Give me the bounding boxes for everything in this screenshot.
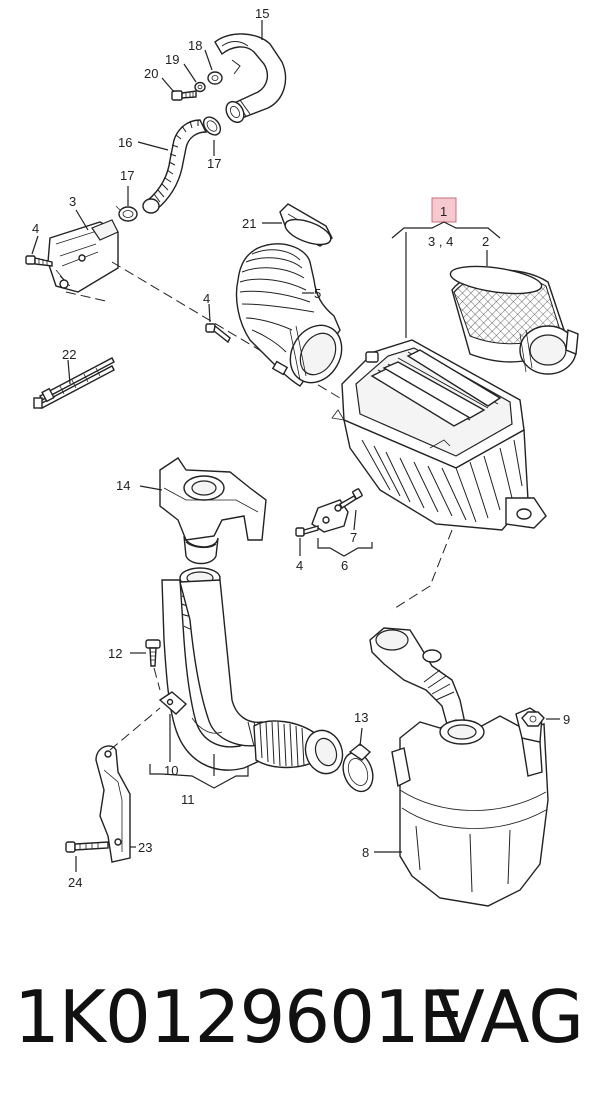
leader-4-middle (208, 303, 211, 323)
callout-11: 11 (181, 792, 195, 807)
assembly-line-housing (391, 529, 453, 611)
callout-4b: 4 (203, 291, 210, 306)
intake-housing-part-3 (47, 219, 119, 293)
callout-10: 10 (164, 763, 178, 778)
cable-tie-part-22 (33, 357, 115, 409)
bracket-part-11-group (149, 764, 249, 789)
callout-19: 19 (165, 52, 179, 67)
screw-part-4-left (25, 255, 53, 267)
callout-22: 22 (62, 347, 76, 362)
assembly-line-3b (65, 291, 111, 303)
resonator-box-part-8 (369, 627, 549, 907)
leader-18 (204, 49, 213, 71)
leader-20 (161, 77, 175, 93)
callout-20: 20 (144, 66, 158, 81)
callout-23: 23 (138, 840, 152, 855)
callout-14: 14 (116, 478, 130, 493)
leader-16 (137, 141, 169, 151)
assembly-line-12 (153, 667, 161, 691)
leader-19 (183, 63, 197, 83)
leader-14 (139, 485, 163, 491)
footer: 1K0129601E VAG (0, 975, 600, 1085)
hose-clamp-part-13 (342, 743, 374, 793)
mounting-bracket-part-6 (311, 499, 349, 533)
callout-8: 8 (362, 845, 369, 860)
callout-2: 2 (482, 234, 489, 249)
upper-intake-hose-part-15 (214, 33, 287, 124)
callout-3: 3 (69, 194, 76, 209)
air-filter-housing-top (341, 339, 525, 469)
leader-3 (75, 209, 89, 231)
brand-label: VAG (435, 975, 584, 1059)
callout-1: 1 (440, 204, 447, 219)
air-filter-element-part-2 (449, 265, 579, 375)
callout-13: 13 (354, 710, 368, 725)
air-filter-housing-bottom (331, 409, 547, 531)
leader-13 (359, 727, 363, 747)
leader-22 (67, 359, 71, 385)
corrugated-hose-part-16 (142, 119, 208, 214)
bracket-part-6-group (317, 538, 373, 557)
callout-3-4: 3 , 4 (428, 234, 453, 249)
washer-part-18 (207, 71, 223, 85)
callout-4a: 4 (32, 221, 39, 236)
bolt-part-20 (171, 90, 197, 101)
support-bracket-part-10 (158, 691, 188, 715)
hose-clamp-part-17-upper (202, 116, 222, 136)
part-number-label: 1K0129601E (14, 975, 464, 1059)
washer-part-19 (194, 81, 206, 93)
callout-17a: 17 (120, 168, 134, 183)
callout-18: 18 (188, 38, 202, 53)
resonator-part-14 (159, 457, 267, 565)
callout-12: 12 (108, 646, 122, 661)
callout-17b: 17 (207, 156, 221, 171)
leader-4-left (31, 235, 39, 255)
holder-bracket-part-23 (95, 745, 131, 863)
screw-part-4-lower (295, 525, 319, 537)
callout-7: 7 (350, 530, 357, 545)
hose-clamp-part-17-lower (115, 205, 138, 222)
intake-hose-part-5 (235, 243, 343, 387)
callout-24: 24 (68, 875, 82, 890)
bolt-part-7 (339, 488, 363, 510)
leader-7 (353, 509, 357, 531)
screw-part-12 (145, 639, 161, 667)
screw-part-24 (65, 841, 109, 853)
hose-clamp-part-21 (279, 203, 333, 247)
callout-6: 6 (341, 558, 348, 573)
callout-21: 21 (242, 216, 256, 231)
callout-9: 9 (563, 712, 570, 727)
assembly-line-23 (109, 707, 161, 751)
callout-16: 16 (118, 135, 132, 150)
exploded-parts-diagram: 15 18 19 20 17 16 17 (25, 6, 579, 907)
callout-15: 15 (255, 6, 269, 21)
screw-part-4-middle (205, 323, 231, 344)
callout-5: 5 (314, 286, 321, 301)
nut-part-9 (521, 711, 545, 727)
highlight-box-part-1 (431, 197, 457, 223)
bracket-part-1 (391, 221, 501, 239)
intake-tube-part-11 (161, 567, 344, 775)
callout-4c: 4 (296, 558, 303, 573)
